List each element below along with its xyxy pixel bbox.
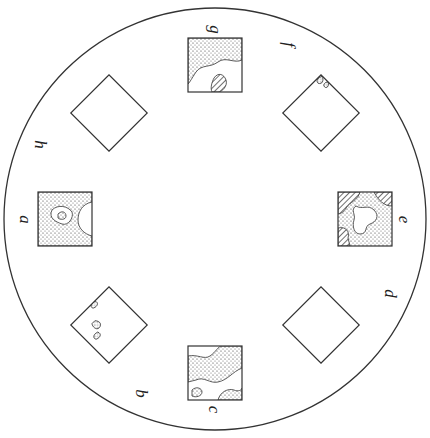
panel-letter: c: [206, 405, 223, 413]
panel-letter: b: [132, 390, 149, 399]
square-a: [38, 192, 92, 246]
square-g: [188, 38, 242, 92]
square-c: [188, 346, 242, 400]
diamond-f: [283, 75, 359, 151]
panel-letter: d: [381, 289, 398, 298]
panel-letter: h: [32, 141, 49, 150]
diamond-h: [71, 75, 147, 151]
panel-letter: f: [281, 42, 298, 47]
disc-outline: [4, 8, 426, 430]
panel-letter: g: [207, 25, 224, 34]
square-e: [338, 192, 392, 246]
panel-letter: e: [396, 215, 413, 223]
diamond-b: [71, 287, 147, 363]
panel-letter: a: [17, 215, 34, 224]
diamond-d: [283, 287, 359, 363]
